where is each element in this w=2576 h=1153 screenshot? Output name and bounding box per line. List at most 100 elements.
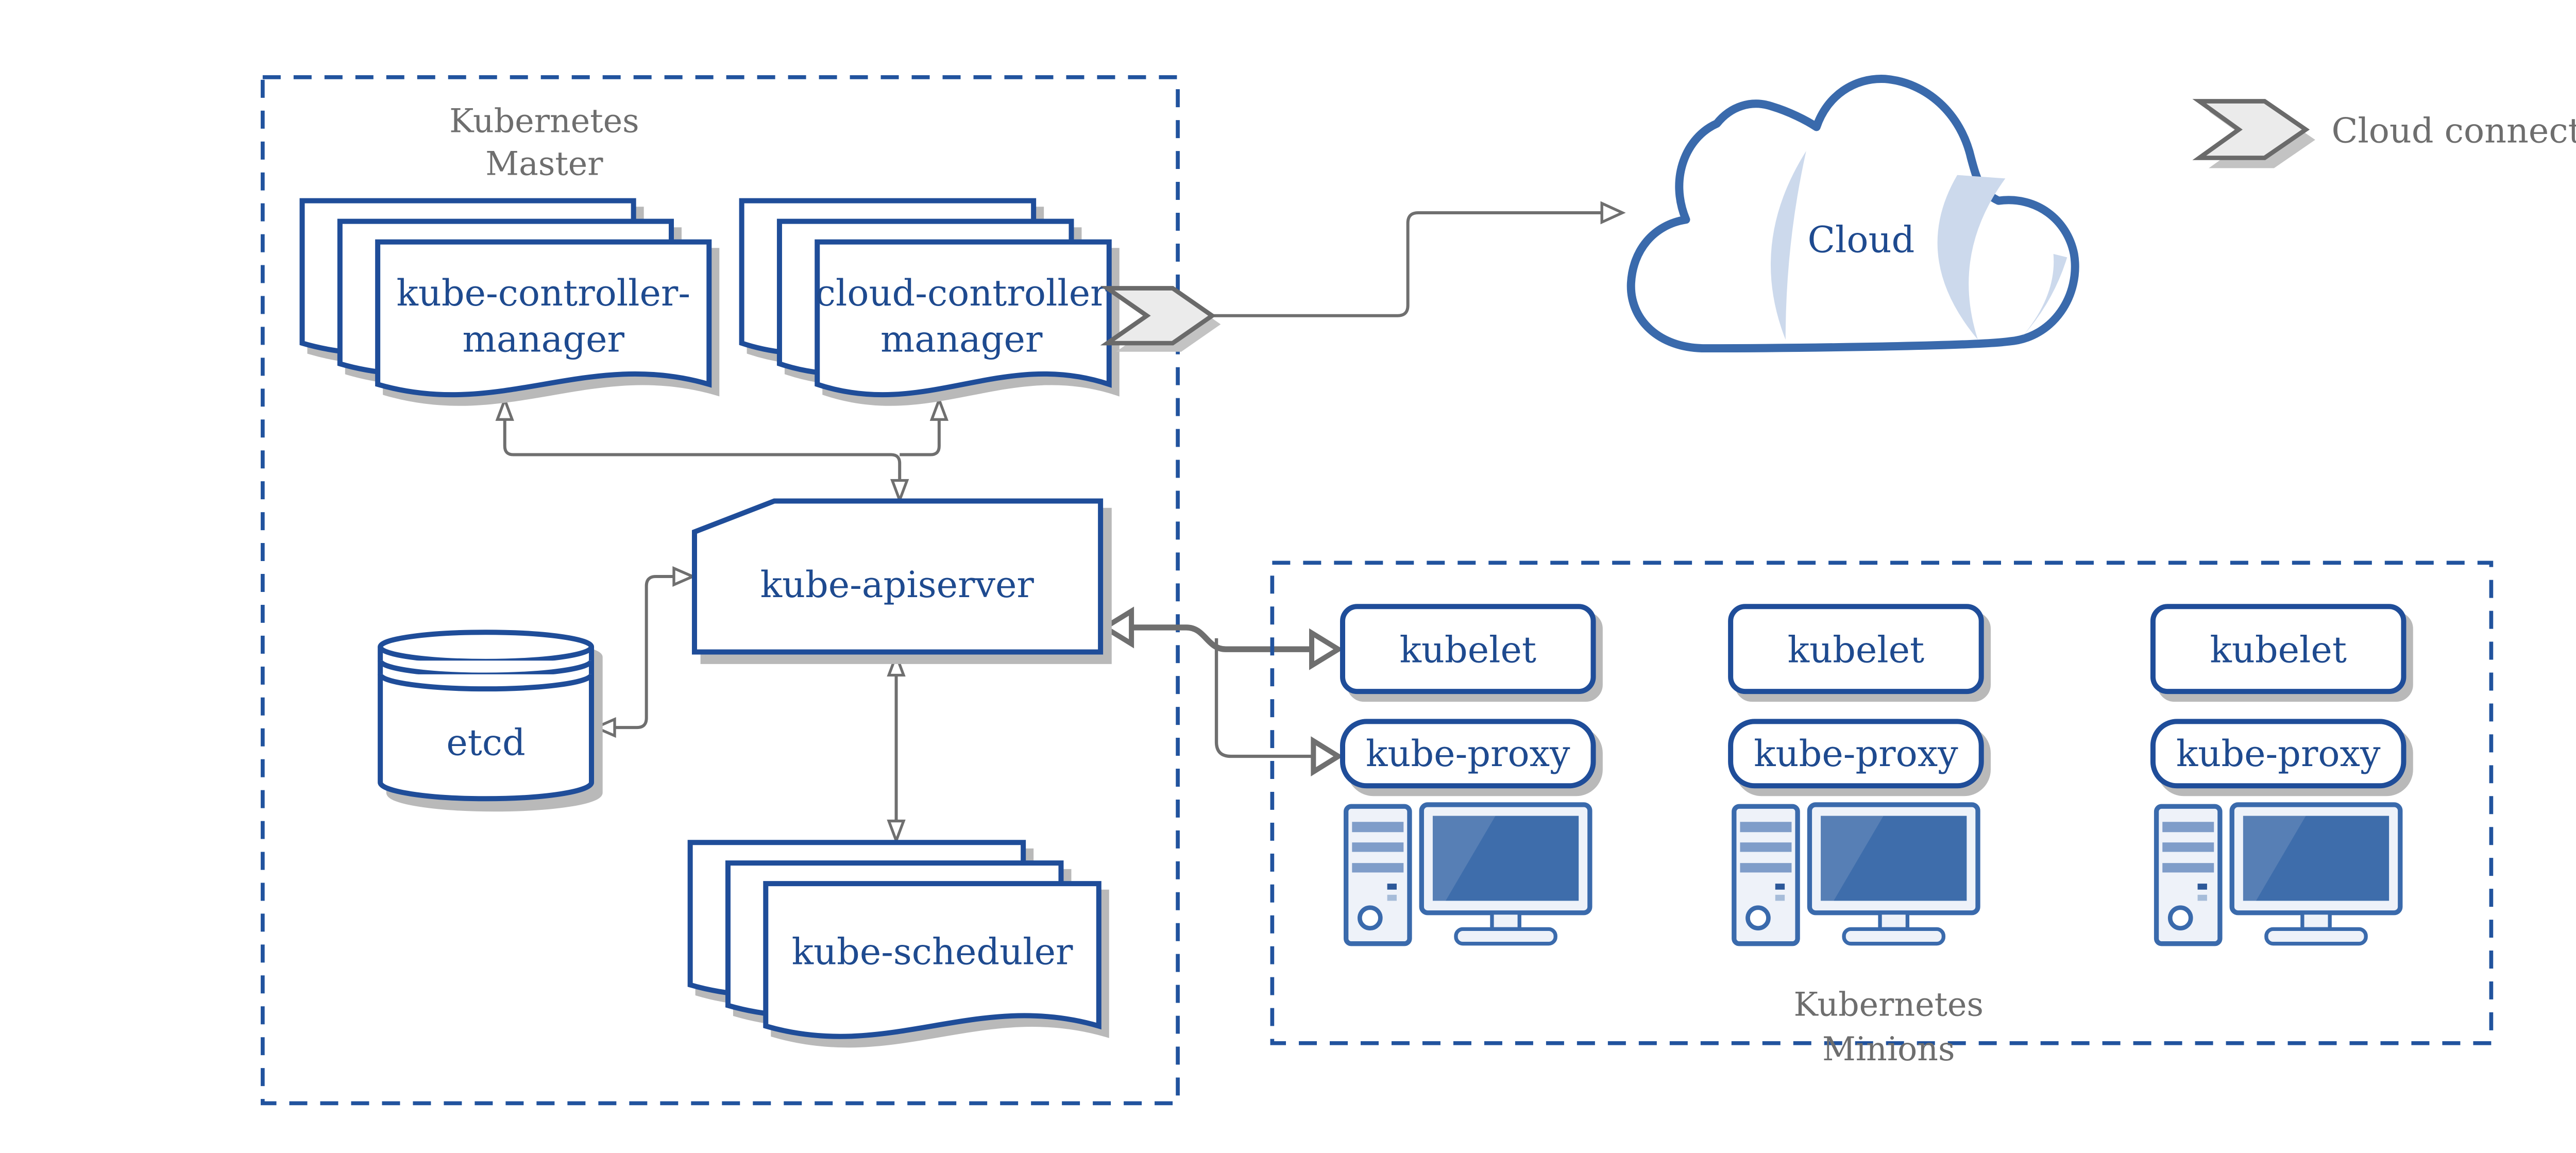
cloud-node: Cloud (1626, 75, 2079, 353)
database-ring (378, 660, 595, 678)
kube-controller-manager-label-line2: manager (463, 319, 625, 361)
minion-column-1: kubelet kube-proxy (1340, 604, 1603, 946)
screen-glare (1432, 816, 1496, 901)
kube-proxy-label: kube-proxy (1754, 733, 1958, 775)
tower-stripe (2162, 822, 2214, 833)
cloud-controller-manager-node: cloud-controller manager (739, 198, 1221, 406)
minions-title-line1: Kubernetes (1793, 986, 1984, 1024)
card-shape (691, 498, 1104, 655)
cloud-connector-icon (1100, 286, 1216, 346)
kube-scheduler-node: kube-scheduler (687, 840, 1109, 1048)
tower-stripe (1740, 822, 1792, 833)
tower-drive (2167, 905, 2193, 931)
screen-glare (1821, 816, 1884, 901)
minions-cluster-border (1270, 561, 2494, 1045)
arrowhead-right-icon (1309, 628, 1344, 670)
etcd-node: etcd (378, 630, 603, 812)
tower-stripe (1740, 842, 1792, 852)
database-top (378, 630, 595, 664)
master-cluster-border (261, 75, 1180, 1106)
connector-line (900, 418, 941, 456)
master-title-line2: Master (485, 145, 603, 183)
kubelet-label: kubelet (1788, 630, 1925, 671)
workstation-icon (2154, 802, 2403, 946)
arrowhead-down-icon (887, 819, 906, 845)
monitor-neck (2300, 911, 2332, 931)
kube-proxy-box (1728, 719, 1984, 789)
database-ring (378, 673, 595, 692)
kube-proxy-label: kube-proxy (1366, 733, 1570, 775)
cloud-connector-legend: Cloud connector (2192, 99, 2576, 168)
apiserver-minions-connector (1099, 606, 1344, 776)
tower-drive (1357, 905, 1383, 931)
cloud-connector-line (1212, 201, 1626, 317)
cloud-highlight (1937, 175, 2006, 340)
cloud-label: Cloud (1807, 219, 1914, 261)
arrowhead-down-icon (890, 479, 909, 504)
controller-apiserver-connector (495, 396, 949, 504)
kube-apiserver-node: kube-apiserver (691, 498, 1112, 664)
monitor-screen (2243, 816, 2389, 901)
cloud-highlight (2022, 253, 2067, 336)
tower-button (1775, 894, 1785, 901)
tower-stripe (1352, 822, 1404, 833)
tower-stripe (2162, 863, 2214, 873)
document-icon (375, 239, 712, 398)
cloud-controller-manager-label-line2: manager (880, 319, 1043, 361)
kube-proxy-label: kube-proxy (2176, 733, 2381, 775)
kubelet-box (1728, 604, 1984, 694)
arrowhead-up-icon (929, 396, 949, 421)
monitor-base (1842, 927, 1946, 946)
kubelet-box (2150, 604, 2406, 694)
workstation-icon (1732, 802, 1980, 946)
kubelet-label: kubelet (1399, 630, 1536, 671)
master-title-line1: Kubernetes (449, 101, 639, 140)
minions-title-line2: Minions (1822, 1030, 1955, 1068)
tower-button (1775, 884, 1785, 890)
arrowhead-up-icon (887, 651, 906, 677)
tower-button (1387, 884, 1397, 890)
cloud-icon (1626, 75, 2079, 353)
minions-cluster: kubelet kube-proxy kub (1270, 561, 2494, 1068)
workstation-icon (1343, 802, 1592, 946)
cloud-controller-manager-label-line1: cloud-controller (816, 273, 1108, 314)
monitor-screen (1821, 816, 1967, 901)
cloud-connector-icon (2192, 99, 2310, 160)
tower-stripe (2162, 842, 2214, 852)
arrowhead-right-icon (672, 566, 697, 587)
kube-proxy-box (1340, 719, 1596, 789)
tower-stripe (1352, 863, 1404, 873)
screen-glare (2243, 816, 2306, 901)
legend-label: Cloud connector (2332, 110, 2576, 150)
apiserver-scheduler-connector (887, 651, 906, 845)
kubelet-label: kubelet (2210, 630, 2347, 671)
arrowhead-right-icon (1311, 736, 1344, 776)
tower-stripe (1352, 842, 1404, 852)
tower-drive (1745, 905, 1771, 931)
connector-line (1121, 624, 1310, 652)
arrowhead-right-icon (1600, 201, 1626, 225)
kube-apiserver-label: kube-apiserver (760, 564, 1035, 606)
arrowhead-left-icon (592, 717, 616, 738)
monitor-base (1454, 927, 1557, 946)
etcd-apiserver-connector (592, 566, 697, 738)
master-cluster: Kubernetes Master (261, 75, 1180, 1106)
monitor-screen (1432, 816, 1579, 901)
kube-controller-manager-label-line1: kube-controller- (396, 273, 690, 314)
kubelet-box (1340, 604, 1596, 694)
connector-line (503, 418, 902, 495)
tower-button (2197, 884, 2207, 890)
kube-controller-manager-node: kube-controller- manager (299, 198, 720, 406)
tower-button (1387, 894, 1397, 901)
kube-proxy-box (2150, 719, 2406, 789)
tower-button (2197, 894, 2207, 901)
arrowhead-left-icon (1099, 606, 1134, 649)
kube-scheduler-label: kube-scheduler (792, 931, 1073, 973)
tower-stripe (1740, 863, 1792, 873)
monitor-neck (1878, 911, 1910, 931)
cloud-highlight (1770, 151, 1806, 340)
connector-line (1212, 211, 1602, 317)
monitor-base (2264, 927, 2368, 946)
minion-column-3: kubelet kube-proxy (2150, 604, 2413, 946)
document-icon (763, 881, 1101, 1039)
